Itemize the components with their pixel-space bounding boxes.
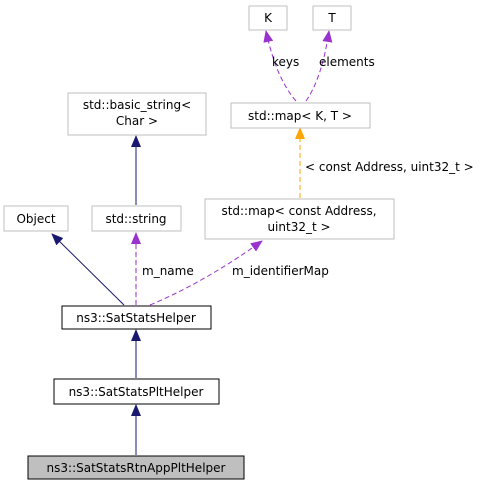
node-std-string-label: std::string bbox=[105, 212, 166, 226]
node-k-label: K bbox=[264, 11, 273, 25]
node-std-basic-string-line2: Char > bbox=[116, 114, 158, 128]
node-std-string[interactable]: std::string bbox=[91, 205, 182, 232]
node-t[interactable]: T bbox=[312, 5, 352, 31]
edge-label-m-identifier-map: m_identifierMap bbox=[232, 264, 329, 278]
node-object-label: Object bbox=[16, 212, 55, 226]
node-sat-stats-helper-label: ns3::SatStatsHelper bbox=[76, 311, 196, 325]
node-std-basic-string-line1: std::basic_string< bbox=[83, 98, 191, 112]
node-std-map-k-t-label: std::map< K, T > bbox=[248, 109, 352, 123]
node-sat-stats-helper[interactable]: ns3::SatStatsHelper bbox=[61, 305, 212, 330]
node-sat-stats-rtn-app-plt-helper-label: ns3::SatStatsRtnAppPltHelper bbox=[47, 461, 226, 475]
node-t-label: T bbox=[327, 11, 336, 25]
node-object[interactable]: Object bbox=[3, 205, 69, 232]
edge-keys bbox=[263, 30, 297, 102]
node-std-basic-string[interactable]: std::basic_string< Char > bbox=[67, 92, 207, 136]
node-std-map-address-line1: std::map< const Address, bbox=[221, 204, 376, 218]
edge-label-template-args: < const Address, uint32_t > bbox=[305, 160, 474, 174]
edge-m-identifier-map bbox=[149, 240, 263, 306]
node-std-map-k-t[interactable]: std::map< K, T > bbox=[230, 102, 371, 129]
edge-label-keys: keys bbox=[272, 55, 299, 69]
edge-label-m-name: m_name bbox=[142, 264, 194, 278]
node-sat-stats-plt-helper[interactable]: ns3::SatStatsPltHelper bbox=[53, 378, 220, 405]
node-std-map-address-line2: uint32_t > bbox=[267, 220, 330, 234]
edge-label-elements: elements bbox=[319, 55, 375, 69]
node-sat-stats-rtn-app-plt-helper[interactable]: ns3::SatStatsRtnAppPltHelper bbox=[27, 455, 245, 480]
node-sat-stats-plt-helper-label: ns3::SatStatsPltHelper bbox=[69, 385, 204, 399]
edge-helper-inherits-object bbox=[51, 233, 125, 306]
edge-elements bbox=[305, 30, 333, 102]
node-k[interactable]: K bbox=[248, 5, 288, 31]
node-std-map-address-uint32[interactable]: std::map< const Address, uint32_t > bbox=[204, 198, 395, 240]
